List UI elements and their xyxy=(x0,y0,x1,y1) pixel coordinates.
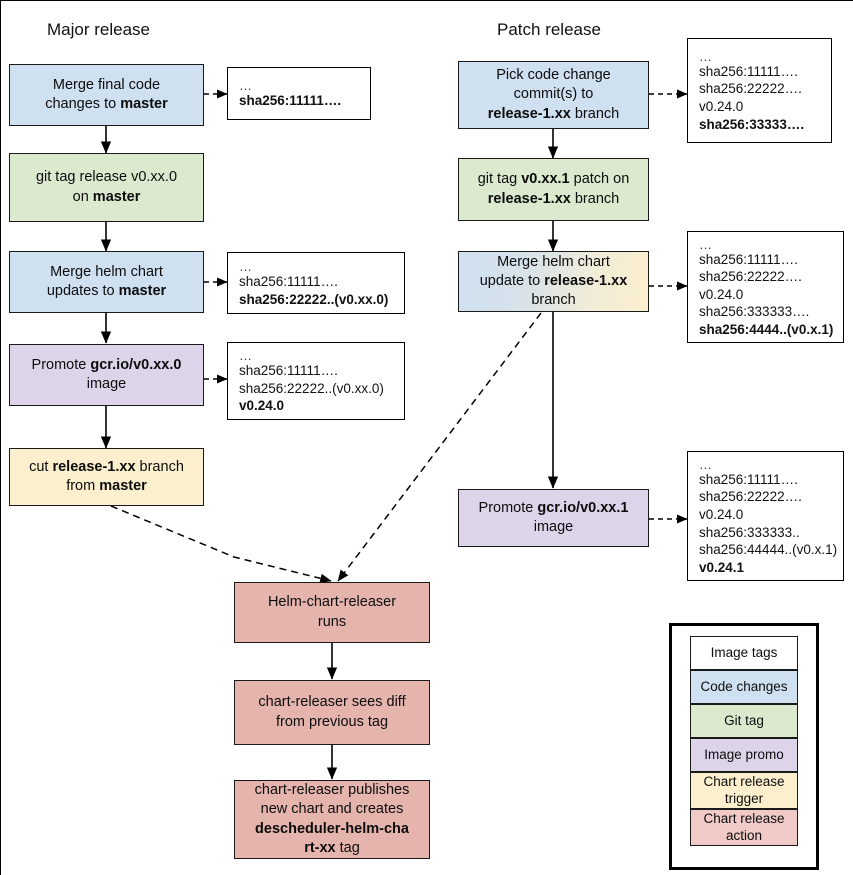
column-title-major-release: Major release xyxy=(47,20,150,39)
legend-items: Image tags Code changes Git tag Image pr… xyxy=(682,636,806,857)
legend-item-chart-release-action: Chart release action xyxy=(690,809,798,846)
tagbox-line: v0.24.0 xyxy=(699,506,744,522)
tagbox-ellipsis: … xyxy=(239,348,253,364)
legend-item-git-tag: Git tag xyxy=(690,704,798,738)
tagbox-after-merge-final-code: …sha256:11111…. xyxy=(227,67,371,120)
tagbox-ellipsis: … xyxy=(239,258,253,274)
tagbox-ellipsis: … xyxy=(699,48,713,64)
tagbox-ellipsis: … xyxy=(699,456,713,472)
legend-item-label: Code changes xyxy=(700,678,788,694)
legend-item-label: Chart release trigger xyxy=(703,773,785,806)
tagbox-after-pick-code-change: …sha256:11111…. sha256:22222…. v0.24.0 sha2… xyxy=(687,38,832,143)
tagbox-after-merge-helm-release: …sha256:11111…. sha256:22222….v0.24.0 sha2… xyxy=(687,231,844,343)
tagbox-line: sha256:33333…. xyxy=(699,116,805,132)
legend-item-label: Git tag xyxy=(724,712,764,728)
tagbox-line: sha256:22222…. xyxy=(699,81,802,97)
tagbox-line: sha256:22222…. xyxy=(699,269,802,285)
tagbox-line: sha256:333333.. xyxy=(699,524,800,540)
legend-item-image-promo: Image promo xyxy=(690,738,798,772)
legend-item-image-tags: Image tags xyxy=(690,636,798,670)
column-title-patch-release: Patch release xyxy=(497,20,601,39)
tagbox-line: v0.24.1 xyxy=(699,559,745,575)
legend-item-chart-release-trigger: Chart release trigger xyxy=(690,772,798,809)
tagbox-line: sha256:4444..(v0.x.1) xyxy=(699,321,834,337)
edge-dashed-cut-branch-to-releaser xyxy=(110,505,332,584)
tagbox-line: sha256:22222…. xyxy=(699,489,802,505)
legend-item-label: Image tags xyxy=(710,644,778,660)
tagbox-after-merge-helm-master: …sha256:11111…. sha256:22222..(v0.xx.0) xyxy=(227,252,405,314)
tagbox-line: v0.24.0 xyxy=(239,398,285,414)
tagbox-after-promote-image-major: …sha256:11111….sha256:22222..(v0.xx.0) v0… xyxy=(227,342,405,420)
tagbox-line: sha256:11111…. xyxy=(239,273,338,289)
tagbox-line: sha256:11111…. xyxy=(239,93,342,109)
tagbox-line: sha256:11111…. xyxy=(699,63,798,79)
tagbox-line: sha256:22222..(v0.xx.0) xyxy=(239,291,389,307)
tagbox-line: sha256:11111…. xyxy=(699,251,798,267)
legend-panel: Image tags Code changes Git tag Image pr… xyxy=(669,623,819,870)
tagbox-ellipsis: … xyxy=(239,78,253,94)
tagbox-line: v0.24.0 xyxy=(699,286,744,302)
tagbox-after-promote-image-patch: …sha256:11111…. sha256:22222….v0.24.0 sha2… xyxy=(687,451,844,581)
legend-item-code-changes: Code changes xyxy=(690,670,798,704)
tagbox-ellipsis: … xyxy=(699,236,713,252)
legend-item-label: Chart release action xyxy=(703,810,785,843)
legend-item-label: Image promo xyxy=(704,746,784,762)
tagbox-line: sha256:44444..(v0.x.1) xyxy=(699,542,838,558)
tagbox-line: sha256:333333…. xyxy=(699,304,810,320)
tagbox-line: sha256:11111…. xyxy=(699,471,798,487)
tagbox-line: v0.24.0 xyxy=(699,99,744,114)
tagbox-line: sha256:22222..(v0.xx.0) xyxy=(239,380,384,396)
tagbox-line: sha256:11111…. xyxy=(239,363,338,379)
